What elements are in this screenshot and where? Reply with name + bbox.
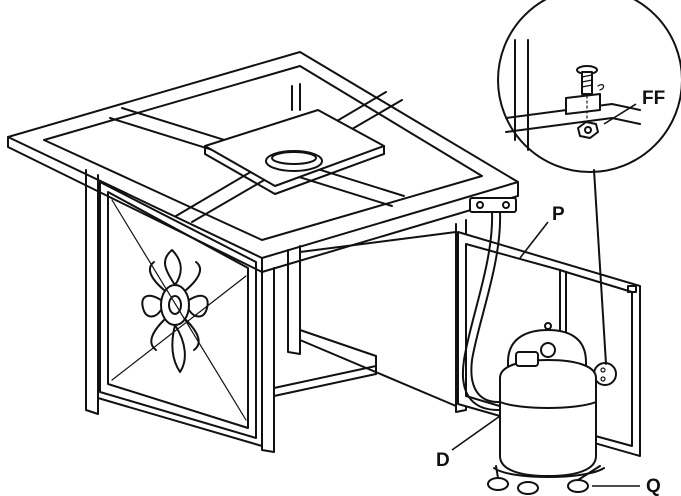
label-d: D: [436, 450, 450, 471]
p-leader: [519, 221, 549, 259]
label-q: Q: [646, 476, 661, 496]
d-leader: [451, 415, 501, 451]
ff-leader: [603, 103, 637, 125]
decorative-side-panel: [99, 181, 257, 439]
detail-connector: [593, 169, 607, 365]
burner-pan: [204, 109, 385, 195]
scroll-ornament: [141, 249, 209, 373]
nut-ff: [577, 121, 599, 139]
propane-tank: [487, 322, 605, 495]
bolt-detail: [576, 65, 598, 95]
hose-bracket: [469, 197, 517, 213]
label-p: P: [552, 204, 565, 225]
table-frame: [7, 51, 519, 453]
detail-magnifier: [497, 0, 681, 173]
label-ff: FF: [642, 88, 665, 109]
